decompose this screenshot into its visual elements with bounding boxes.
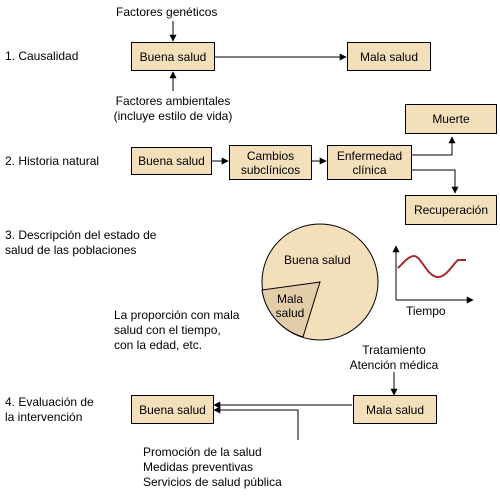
- subclinical-line1: Cambios: [246, 148, 295, 163]
- population-title-line1: 3. Descripción del estado de: [5, 228, 157, 242]
- treatment-line2: Atención médica: [349, 358, 439, 372]
- proportion-line2: salud con el tiempo,: [114, 323, 221, 337]
- intervention-title-line1: 4. Evaluación de: [5, 395, 94, 409]
- population-health-title: 3. Descripción del estado de salud de la…: [5, 228, 156, 258]
- natural-history-good-health-box: Buena salud: [131, 147, 212, 175]
- pie-poor-line1: Mala: [276, 292, 303, 306]
- subclinical-changes-box: Cambios subclínicos: [229, 145, 312, 180]
- genetic-factors-label: Factores genéticos: [116, 5, 218, 19]
- subclinical-line2: subclínicos: [240, 162, 301, 177]
- intervention-title-line2: la intervención: [5, 410, 83, 424]
- recovery-arrow: [412, 169, 459, 194]
- public-health-line2: Medidas preventivas: [143, 460, 254, 474]
- recovery-box: Recuperación: [405, 195, 497, 225]
- graph-time-label: Tiempo: [406, 304, 446, 318]
- causality-title: 1. Causalidad: [5, 49, 79, 63]
- death-box: Muerte: [405, 104, 497, 134]
- proportion-description: La proporción con mala salud con el tiem…: [114, 308, 239, 353]
- public-health-line3: Servicios de salud pública: [143, 475, 282, 489]
- treatment-label: Tratamiento Atención médica: [334, 343, 454, 373]
- causality-good-health-box: Buena salud: [131, 42, 215, 71]
- environmental-factors-line1: Factores ambientales: [115, 94, 231, 108]
- intervention-good-health-box: Buena salud: [131, 395, 214, 424]
- intervention-title: 4. Evaluación de la intervención: [5, 395, 94, 425]
- clinical-disease-box: Enfermedad clínica: [327, 145, 412, 180]
- environmental-factors-line2: (incluye estilo de vida): [113, 109, 233, 123]
- intervention-poor-health-box: Mala salud: [353, 395, 437, 424]
- proportion-line3: con la edad, etc.: [114, 338, 203, 352]
- poor-health-trend-curve: [397, 254, 466, 278]
- public-health-arrow: [213, 406, 299, 440]
- clinical-line2: clínica: [352, 162, 387, 177]
- public-health-line1: Promoción de la salud: [143, 445, 262, 459]
- pie-poor-line2: salud: [275, 306, 305, 320]
- pie-good-health-label: Buena salud: [284, 253, 351, 267]
- causality-poor-health-box: Mala salud: [347, 42, 431, 71]
- natural-history-title: 2. Historia natural: [5, 154, 100, 168]
- poor-health-wedge: [261, 281, 321, 338]
- death-arrow: [412, 136, 456, 156]
- treatment-line1: Tratamiento: [362, 343, 426, 357]
- environmental-factors-label: Factores ambientales (incluye estilo de …: [103, 94, 243, 124]
- population-title-line2: salud de las poblaciones: [5, 243, 137, 257]
- proportion-line1: La proporción con mala: [114, 308, 240, 322]
- public-health-label: Promoción de la salud Medidas preventiva…: [143, 445, 282, 490]
- clinical-line1: Enfermedad: [336, 148, 403, 163]
- pie-poor-health-label: Mala salud: [268, 292, 312, 320]
